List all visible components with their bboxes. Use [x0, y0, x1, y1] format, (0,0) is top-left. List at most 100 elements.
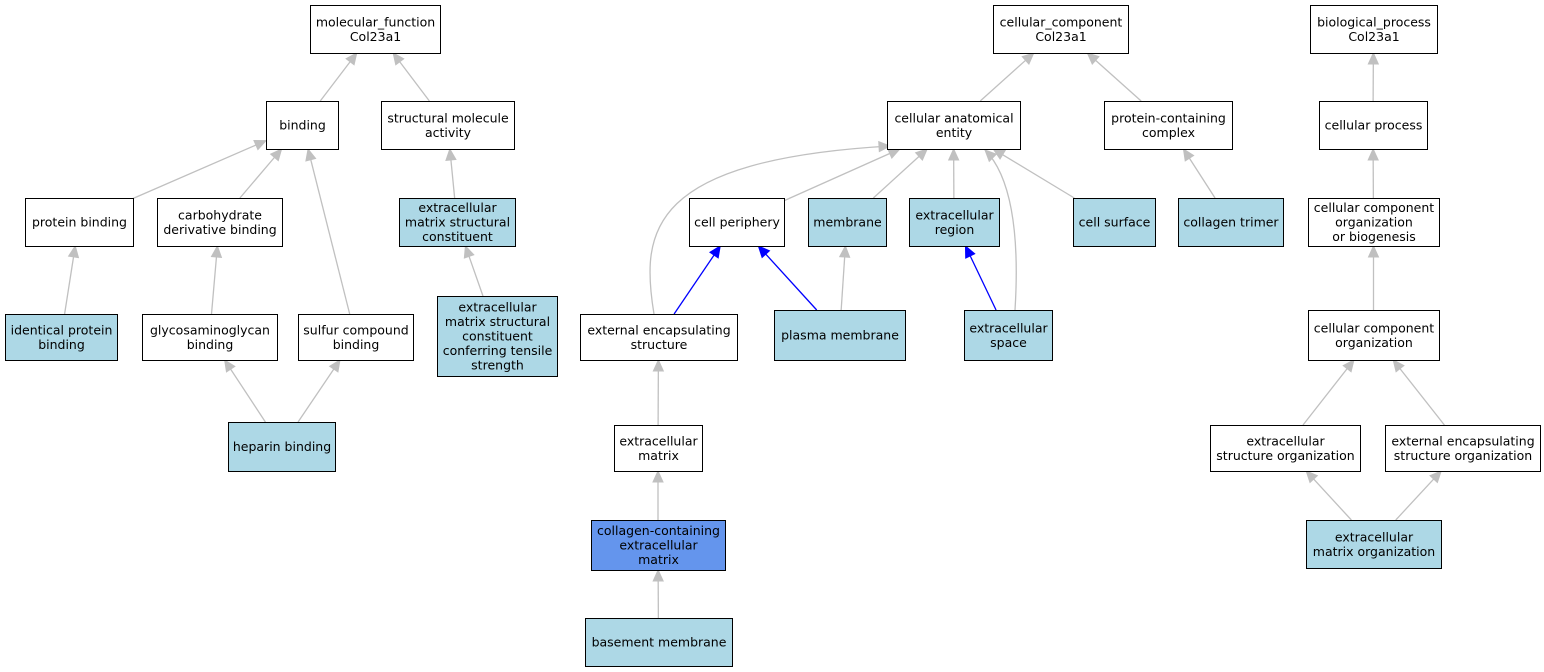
node-box [591, 520, 726, 571]
node-box [614, 425, 703, 472]
node-cellular_process[interactable]: cellular process [1319, 101, 1428, 150]
edge-arrowhead [708, 245, 721, 259]
edge-arrowhead [253, 139, 268, 151]
edge-arrowhead [947, 147, 960, 161]
edge-arrowhead [1429, 470, 1442, 484]
edge-ecm_structural_constituent-to-structural_molecule_activity [445, 147, 457, 199]
node-label-line: carbohydrate [178, 207, 262, 222]
node-label-line: binding [333, 337, 380, 352]
node-label-line: extracellular [619, 538, 698, 553]
node-label-line: conferring tensile [443, 343, 553, 358]
edge-collagen_containing_ecm-to-extracellular_matrix [652, 469, 664, 520]
edge-external_encapsulating_structure-to-cellular_anatomical_entity [649, 140, 892, 315]
node-heparin_binding[interactable]: heparin binding [228, 422, 336, 472]
node-membrane[interactable]: membrane [808, 198, 887, 247]
edge-cell_surface-to-cellular_anatomical_entity [992, 148, 1075, 199]
edge-protein_containing_complex-to-cc_root [1086, 52, 1142, 102]
edge-arrowhead [1392, 359, 1405, 373]
edge-ecm_organization-to-extracellular_structure_organization [1305, 470, 1352, 521]
edge-plasma_membrane-to-membrane [838, 244, 851, 311]
node-box [1073, 198, 1156, 247]
node-label-line: cell periphery [694, 215, 780, 230]
edges-layer [63, 51, 1445, 619]
node-box [142, 314, 278, 361]
edge-line [979, 59, 1027, 102]
node-box [310, 5, 441, 54]
edge-line [649, 145, 891, 315]
node-label-line: Col23a1 [350, 29, 401, 44]
edge-line [872, 155, 921, 199]
edge-line [673, 253, 716, 315]
node-label-line: plasma membrane [781, 328, 899, 343]
edge-line [239, 156, 276, 199]
node-cell_surface[interactable]: cell surface [1073, 198, 1156, 247]
node-label-line: cellular anatomical [894, 110, 1013, 125]
node-label-line: matrix structural [445, 314, 550, 329]
node-box [5, 314, 118, 361]
node-label-line: sulfur compound [303, 322, 408, 337]
node-protein_binding[interactable]: protein binding [25, 198, 134, 247]
edge-line [468, 255, 484, 297]
edge-arrowhead [757, 245, 771, 259]
node-label-line: external encapsulating [587, 322, 730, 337]
node-box [25, 198, 134, 247]
node-label-line: structure [631, 337, 688, 352]
node-label-line: derivative binding [163, 222, 276, 237]
node-box [298, 314, 414, 361]
edge-arrowhead [652, 469, 664, 483]
edge-arrowhead [392, 52, 405, 66]
node-label-line: biological_process [1317, 14, 1431, 29]
node-binding[interactable]: binding [266, 101, 339, 150]
edge-line [1312, 477, 1352, 521]
node-plasma_membrane[interactable]: plasma membrane [774, 310, 906, 361]
edge-arrowhead [328, 358, 341, 373]
edge-plasma_membrane-to-cell_periphery [757, 245, 818, 311]
node-cell_periphery[interactable]: cell periphery [689, 198, 785, 247]
edge-arrowhead [1367, 244, 1380, 258]
node-label-line: structure organization [1216, 448, 1354, 463]
node-collagen_trimer[interactable]: collagen trimer [1178, 198, 1284, 247]
node-box [808, 198, 887, 247]
edge-basement_membrane-to-collagen_containing_ecm [652, 568, 664, 619]
edge-arrowhead [1086, 52, 1100, 65]
edge-cellular_process-to-bp_root [1367, 51, 1380, 102]
edge-arrowhead [652, 568, 664, 582]
node-basement_membrane[interactable]: basement membrane [585, 618, 733, 667]
node-label-line: extracellular [619, 433, 698, 448]
node-label-line: glycosaminoglycan [150, 322, 270, 337]
edge-identical_protein_binding-to-protein_binding [63, 244, 80, 315]
edge-arrowhead [345, 52, 358, 66]
edge-arrowhead [914, 148, 929, 162]
node-label-line: external encapsulating [1391, 433, 1534, 448]
node-label-line: extracellular [458, 300, 537, 315]
edge-heparin_binding-to-sulfur_compound_binding [297, 358, 341, 423]
edge-structural_molecule_activity-to-mf_root [392, 52, 430, 102]
node-label-line: or biogenesis [1332, 229, 1416, 244]
edge-line [63, 255, 75, 315]
node-box [1210, 425, 1361, 472]
edge-arrowhead [305, 147, 317, 162]
edge-cco-to-ccob [1367, 244, 1380, 310]
